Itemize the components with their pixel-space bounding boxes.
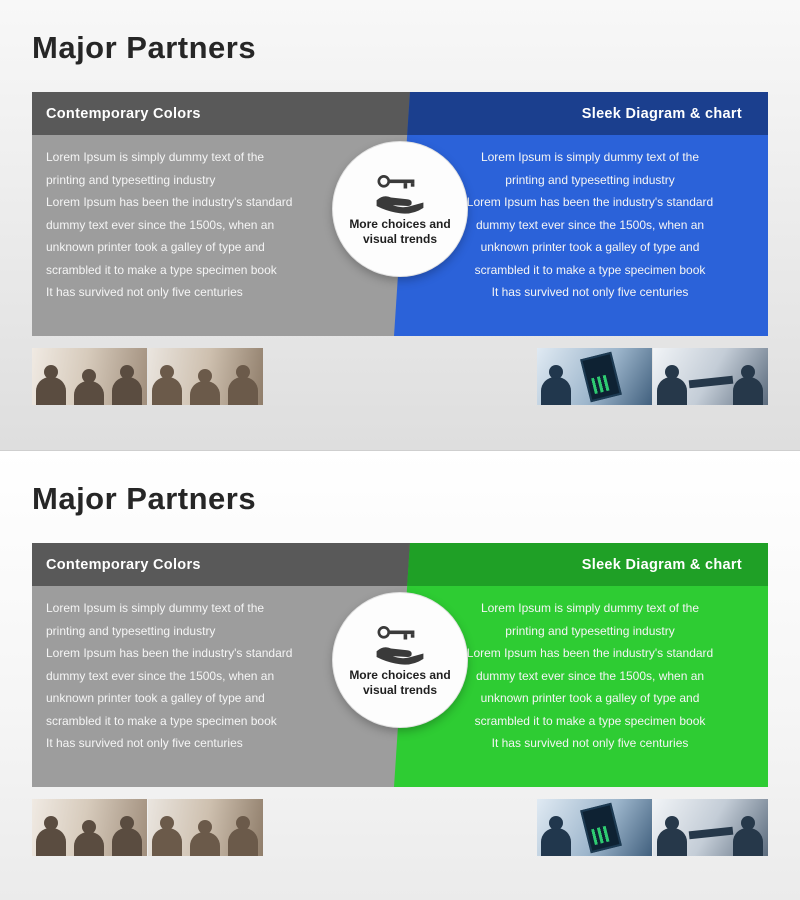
body-line: Lorem Ipsum has been the industry's stan… — [466, 646, 714, 660]
person-silhouette — [152, 816, 182, 856]
person-silhouette — [733, 365, 763, 405]
slide-2: Major Partners Contemporary Colors Lorem… — [0, 450, 800, 900]
body-line: printing and typesetting industry — [505, 623, 675, 638]
body-line: scrambled it to make a type specimen boo… — [46, 262, 277, 277]
left-panel-body: Lorem Ipsum is simply dummy text of the … — [32, 586, 438, 755]
person-silhouette — [657, 365, 687, 405]
badge-text-line-1: More choices and — [349, 667, 451, 682]
person-silhouette — [36, 365, 66, 405]
phone-screen-chart — [580, 802, 622, 854]
body-line: It has survived not only five centuries — [46, 736, 243, 750]
audience-clapping-photo-2 — [148, 799, 263, 856]
body-line: unknown printer took a galley of type an… — [480, 240, 700, 254]
body-line: dummy text ever since the 1500s, when an — [475, 217, 705, 232]
body-line: dummy text ever since the 1500s, when an — [46, 217, 275, 232]
left-panel-header: Contemporary Colors — [32, 543, 438, 586]
right-panel-body: Lorem Ipsum is simply dummy text of the … — [394, 586, 768, 755]
badge-text: More choices and visual trends — [349, 668, 450, 698]
page-title: Major Partners — [32, 30, 257, 65]
left-photo-group — [32, 799, 263, 856]
person-silhouette — [541, 365, 571, 405]
body-line: Lorem Ipsum has been the industry's stan… — [466, 195, 714, 209]
body-line: scrambled it to make a type specimen boo… — [474, 713, 706, 728]
body-line: It has survived not only five centuries — [46, 285, 243, 299]
body-line: unknown printer took a galley of type an… — [46, 691, 265, 705]
body-line: scrambled it to make a type specimen boo… — [474, 262, 706, 277]
hand-key-icon — [376, 174, 424, 214]
body-line: unknown printer took a galley of type an… — [46, 240, 265, 254]
person-silhouette — [657, 816, 687, 856]
person-silhouette — [733, 816, 763, 856]
body-line: dummy text ever since the 1500s, when an — [46, 668, 275, 683]
phone-screen-chart — [580, 351, 622, 403]
body-line: Lorem Ipsum is simply dummy text of the — [46, 150, 265, 164]
body-line: printing and typesetting industry — [505, 172, 675, 187]
right-panel: Sleek Diagram & chart Lorem Ipsum is sim… — [394, 543, 768, 787]
business-handshake-photo — [653, 799, 768, 856]
person-silhouette — [190, 820, 220, 856]
person-silhouette — [152, 365, 182, 405]
body-line: unknown printer took a galley of type an… — [480, 691, 700, 705]
audience-clapping-photo-2 — [148, 348, 263, 405]
person-silhouette — [541, 816, 571, 856]
panels-row: Contemporary Colors Lorem Ipsum is simpl… — [32, 92, 768, 336]
person-silhouette — [112, 816, 142, 856]
photos-row — [32, 799, 768, 856]
hand-key-icon — [376, 625, 424, 665]
person-silhouette — [112, 365, 142, 405]
right-photo-group — [537, 348, 768, 405]
right-panel-body: Lorem Ipsum is simply dummy text of the … — [394, 135, 768, 304]
phone-chart-photo — [537, 799, 652, 856]
center-badge: More choices and visual trends — [333, 142, 467, 276]
panels-row: Contemporary Colors Lorem Ipsum is simpl… — [32, 543, 768, 787]
handshake-arms — [688, 375, 734, 389]
slide-1: Major Partners Contemporary Colors Lorem… — [0, 0, 800, 450]
business-handshake-photo — [653, 348, 768, 405]
person-silhouette — [36, 816, 66, 856]
body-line: Lorem Ipsum is simply dummy text of the — [46, 601, 265, 615]
phone-chart-photo — [537, 348, 652, 405]
audience-clapping-photo-1 — [32, 799, 147, 856]
right-panel: Sleek Diagram & chart Lorem Ipsum is sim… — [394, 92, 768, 336]
body-line: printing and typesetting industry — [46, 172, 216, 187]
badge-text: More choices and visual trends — [349, 217, 450, 247]
body-line: dummy text ever since the 1500s, when an — [475, 668, 705, 683]
person-silhouette — [228, 816, 258, 856]
badge-text-line-1: More choices and — [349, 216, 451, 231]
person-silhouette — [74, 369, 104, 405]
badge-text-line-2: visual trends — [362, 231, 438, 246]
badge-text-line-2: visual trends — [362, 682, 438, 697]
body-line: It has survived not only five centuries — [491, 285, 689, 299]
handshake-arms — [688, 826, 734, 840]
person-silhouette — [74, 820, 104, 856]
page-title: Major Partners — [32, 481, 257, 516]
body-line: Lorem Ipsum is simply dummy text of the — [480, 150, 700, 164]
left-panel-body: Lorem Ipsum is simply dummy text of the … — [32, 135, 438, 304]
right-panel-header: Sleek Diagram & chart — [394, 543, 768, 586]
person-silhouette — [190, 369, 220, 405]
body-line: Lorem Ipsum is simply dummy text of the — [480, 601, 700, 615]
body-line: Lorem Ipsum has been the industry's stan… — [46, 195, 293, 209]
left-panel-header: Contemporary Colors — [32, 92, 438, 135]
audience-clapping-photo-1 — [32, 348, 147, 405]
body-line: scrambled it to make a type specimen boo… — [46, 713, 277, 728]
body-line: It has survived not only five centuries — [491, 736, 689, 750]
center-badge: More choices and visual trends — [333, 593, 467, 727]
person-silhouette — [228, 365, 258, 405]
left-photo-group — [32, 348, 263, 405]
photos-row — [32, 348, 768, 405]
right-photo-group — [537, 799, 768, 856]
body-line: printing and typesetting industry — [46, 623, 216, 638]
body-line: Lorem Ipsum has been the industry's stan… — [46, 646, 293, 660]
right-panel-header: Sleek Diagram & chart — [394, 92, 768, 135]
